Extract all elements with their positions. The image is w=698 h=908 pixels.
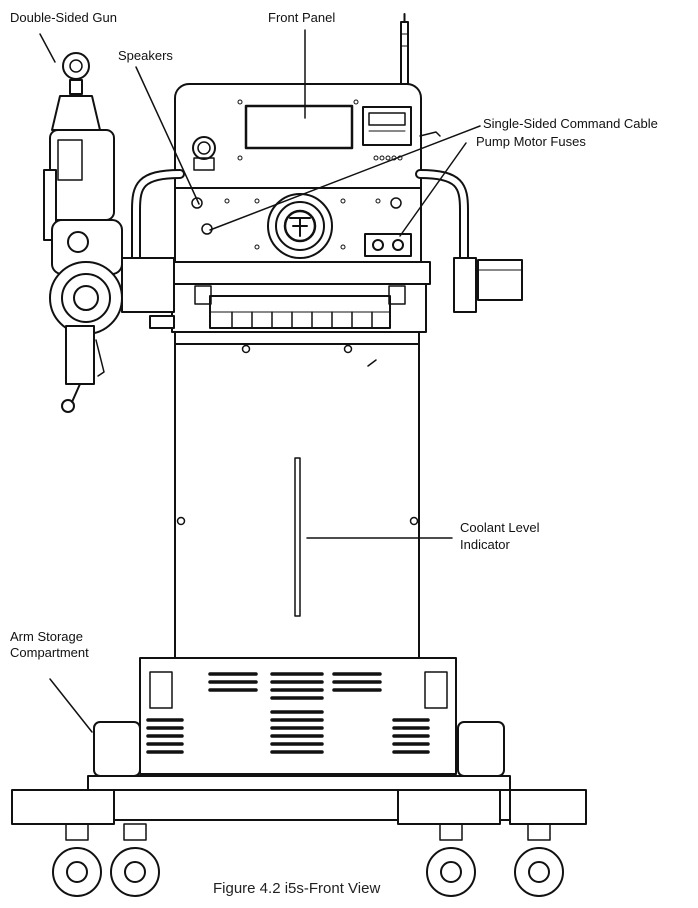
- label-single-sided-command-cable: Single-Sided Command Cable: [483, 116, 658, 131]
- figure-caption: Figure 4.2 i5s-Front View: [211, 880, 383, 897]
- label-coolant-level-line2: Indicator: [460, 537, 510, 552]
- label-arm-storage-line1: Arm Storage: [10, 629, 83, 644]
- base: [11, 775, 587, 897]
- label-speakers: Speakers: [118, 48, 173, 63]
- handle-bars: [124, 169, 523, 313]
- leader-lines: [39, 29, 481, 733]
- mid-chassis: [167, 261, 431, 345]
- main-cabinet: [174, 343, 420, 669]
- gun-mount-bracket: [121, 257, 175, 329]
- antenna: [400, 13, 409, 85]
- double-sided-gun: [43, 52, 123, 413]
- label-pump-motor-fuses: Pump Motor Fuses: [476, 134, 586, 149]
- label-arm-storage-line2: Compartment: [10, 645, 89, 660]
- label-double-sided-gun: Double-Sided Gun: [10, 10, 117, 25]
- label-front-panel: Front Panel: [268, 10, 336, 25]
- control-plate: [174, 187, 422, 263]
- label-coolant-level-line1: Coolant Level: [460, 520, 540, 535]
- lower-section: [139, 657, 457, 775]
